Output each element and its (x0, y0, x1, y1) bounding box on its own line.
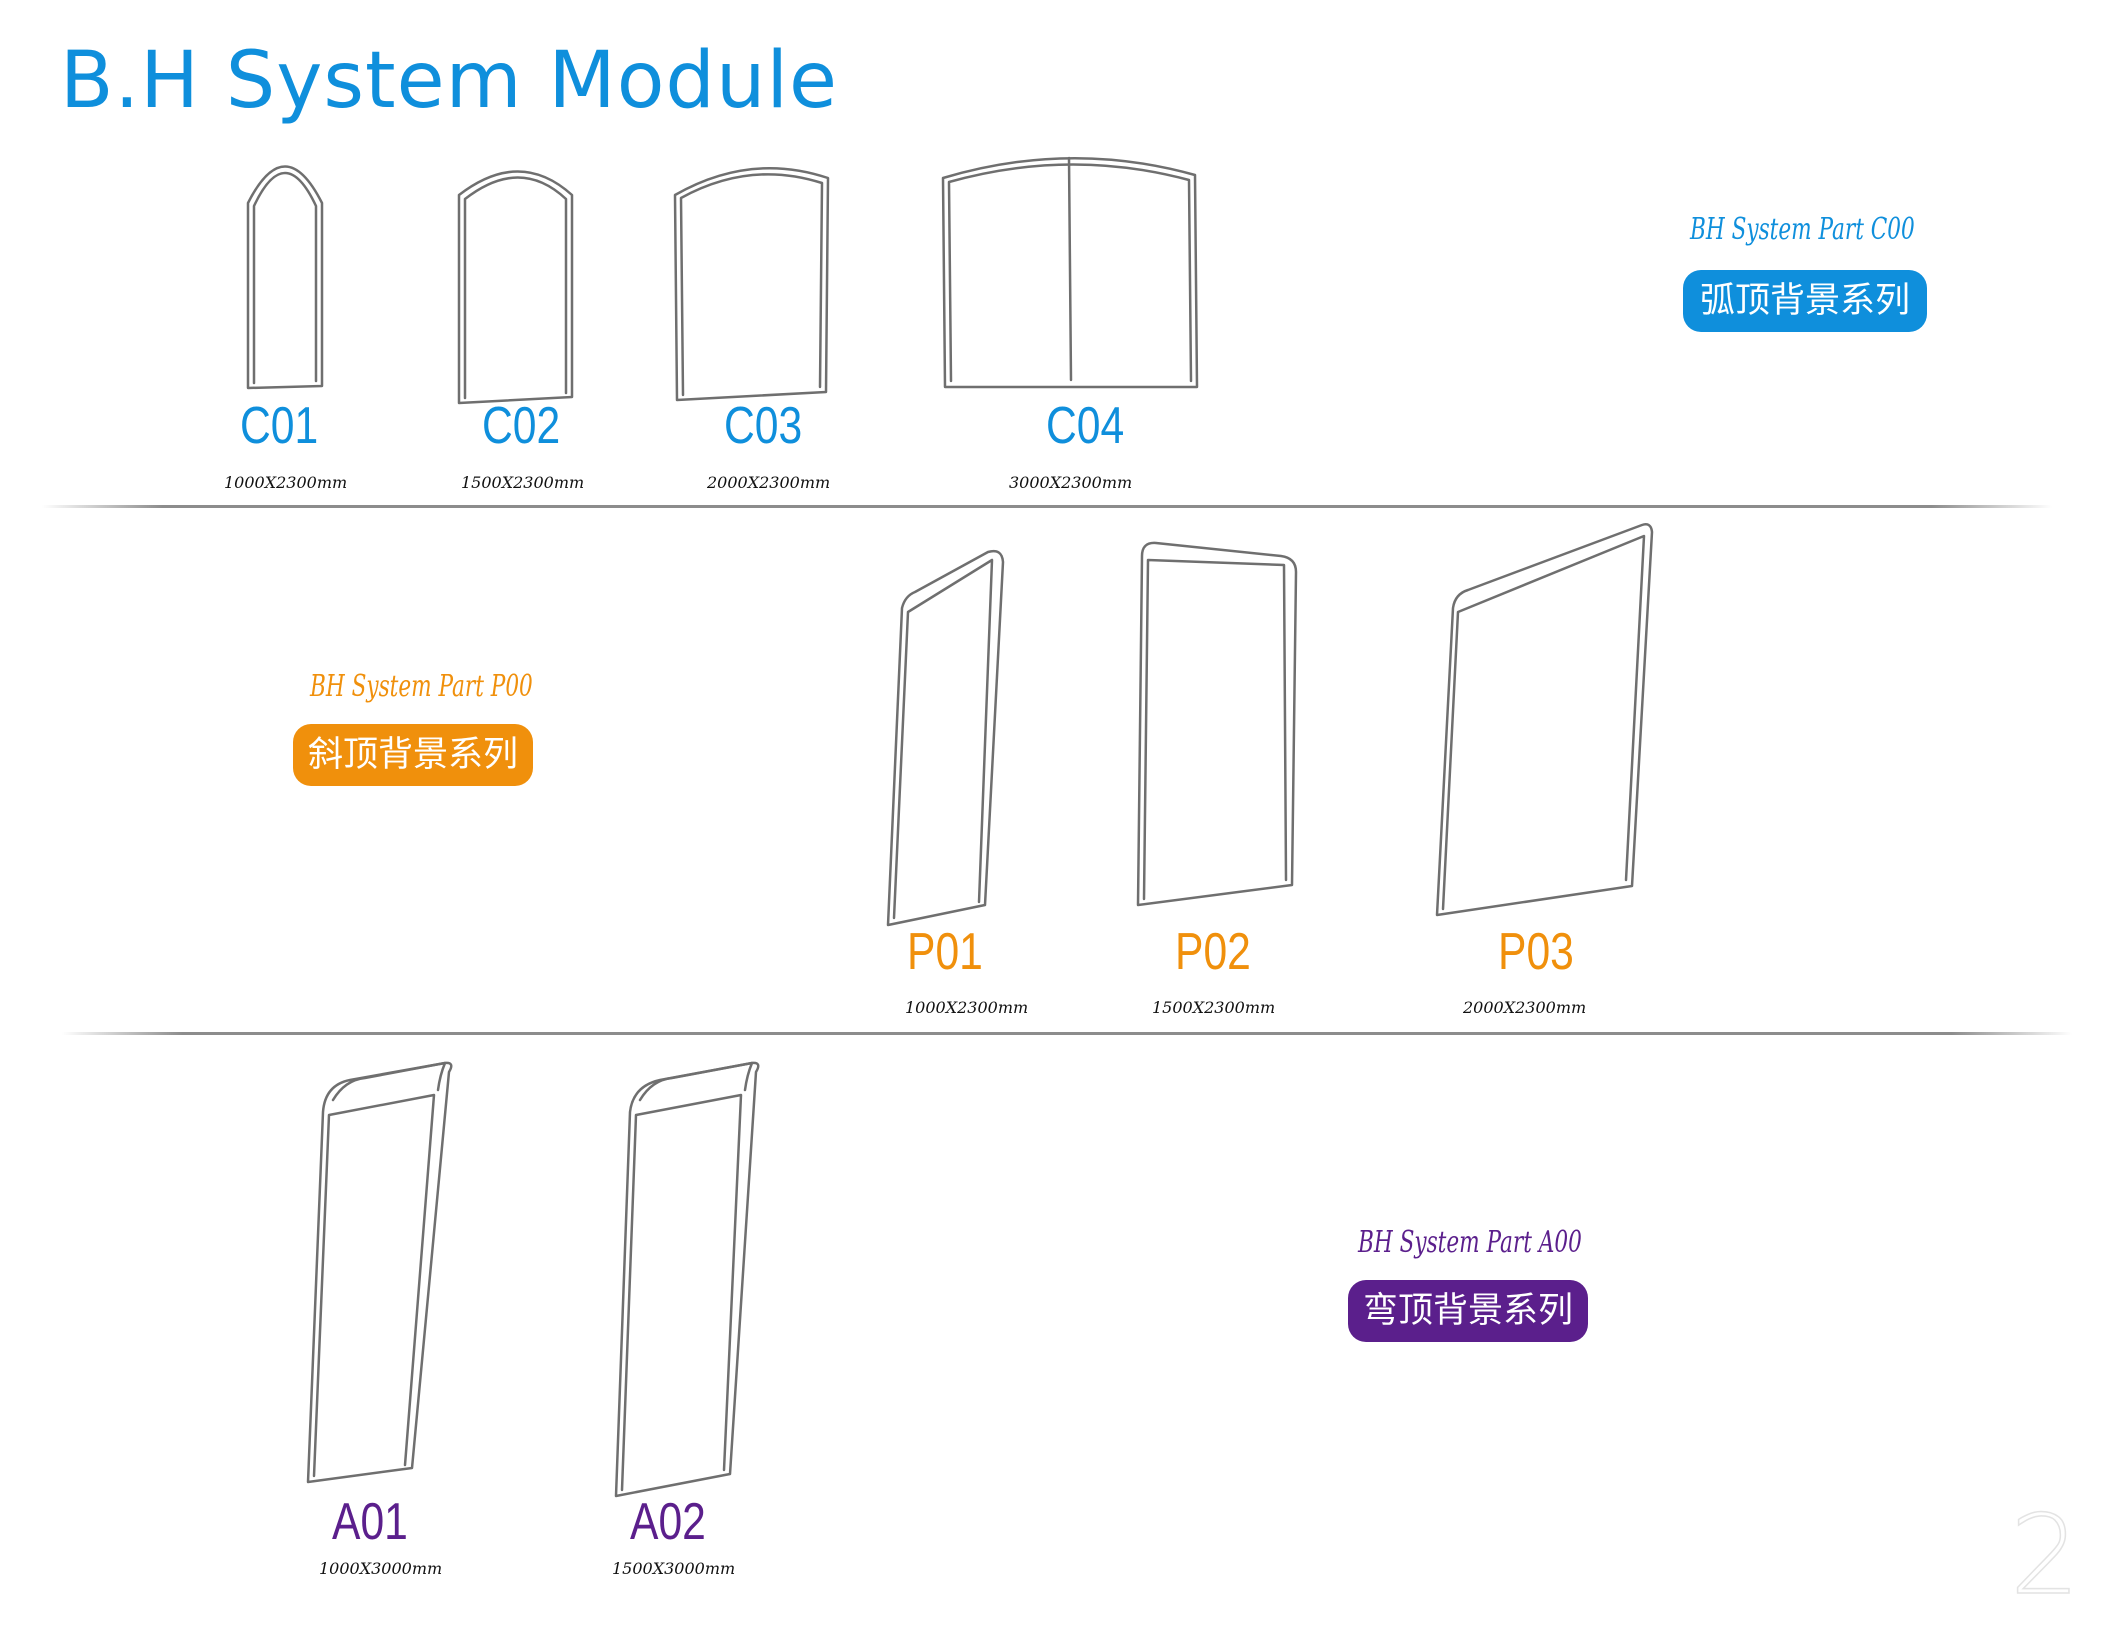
item-code-a02: A02 (630, 1493, 706, 1551)
item-size-p03: 2000X2300mm (1463, 998, 1587, 1017)
item-size-p01: 1000X2300mm (905, 998, 1029, 1017)
page-title: B.H System Module (60, 36, 839, 126)
item-size-a01: 1000X3000mm (319, 1559, 443, 1578)
p02-frame-icon (1136, 541, 1298, 907)
series-a-badge: 弯顶背景系列 (1348, 1280, 1588, 1342)
item-code-p03: P03 (1498, 923, 1574, 981)
section-divider (42, 505, 2052, 508)
item-code-c04: C04 (1046, 397, 1125, 455)
c02-frame-icon (457, 170, 574, 405)
item-code-c03: C03 (724, 397, 803, 455)
item-size-c03: 2000X2300mm (707, 473, 831, 492)
p01-frame-icon (886, 549, 1005, 927)
c03-frame-icon (673, 166, 830, 402)
series-c-part-name: BH System Part C00 (1690, 212, 1915, 247)
item-size-p02: 1500X2300mm (1152, 998, 1276, 1017)
c01-frame-icon (246, 165, 324, 390)
series-a-part-name: BH System Part A00 (1358, 1225, 1582, 1260)
series-p-part-name: BH System Part P00 (310, 669, 533, 704)
series-c-badge: 弧顶背景系列 (1683, 270, 1927, 332)
item-code-p01: P01 (907, 923, 983, 981)
item-code-c01: C01 (240, 397, 319, 455)
item-code-c02: C02 (482, 397, 561, 455)
c04-frame-icon (941, 156, 1199, 389)
item-size-c02: 1500X2300mm (461, 473, 585, 492)
item-size-a02: 1500X3000mm (612, 1559, 736, 1578)
a01-frame-icon (306, 1061, 453, 1484)
p03-frame-icon (1435, 523, 1654, 917)
item-size-c01: 1000X2300mm (224, 473, 348, 492)
item-code-p02: P02 (1175, 923, 1251, 981)
series-p-badge: 斜顶背景系列 (293, 724, 533, 786)
item-size-c04: 3000X2300mm (1009, 473, 1133, 492)
item-code-a01: A01 (332, 1493, 408, 1551)
section-divider (62, 1032, 2072, 1035)
page-number: 2 (2009, 1491, 2081, 1619)
a02-frame-icon (614, 1061, 760, 1498)
